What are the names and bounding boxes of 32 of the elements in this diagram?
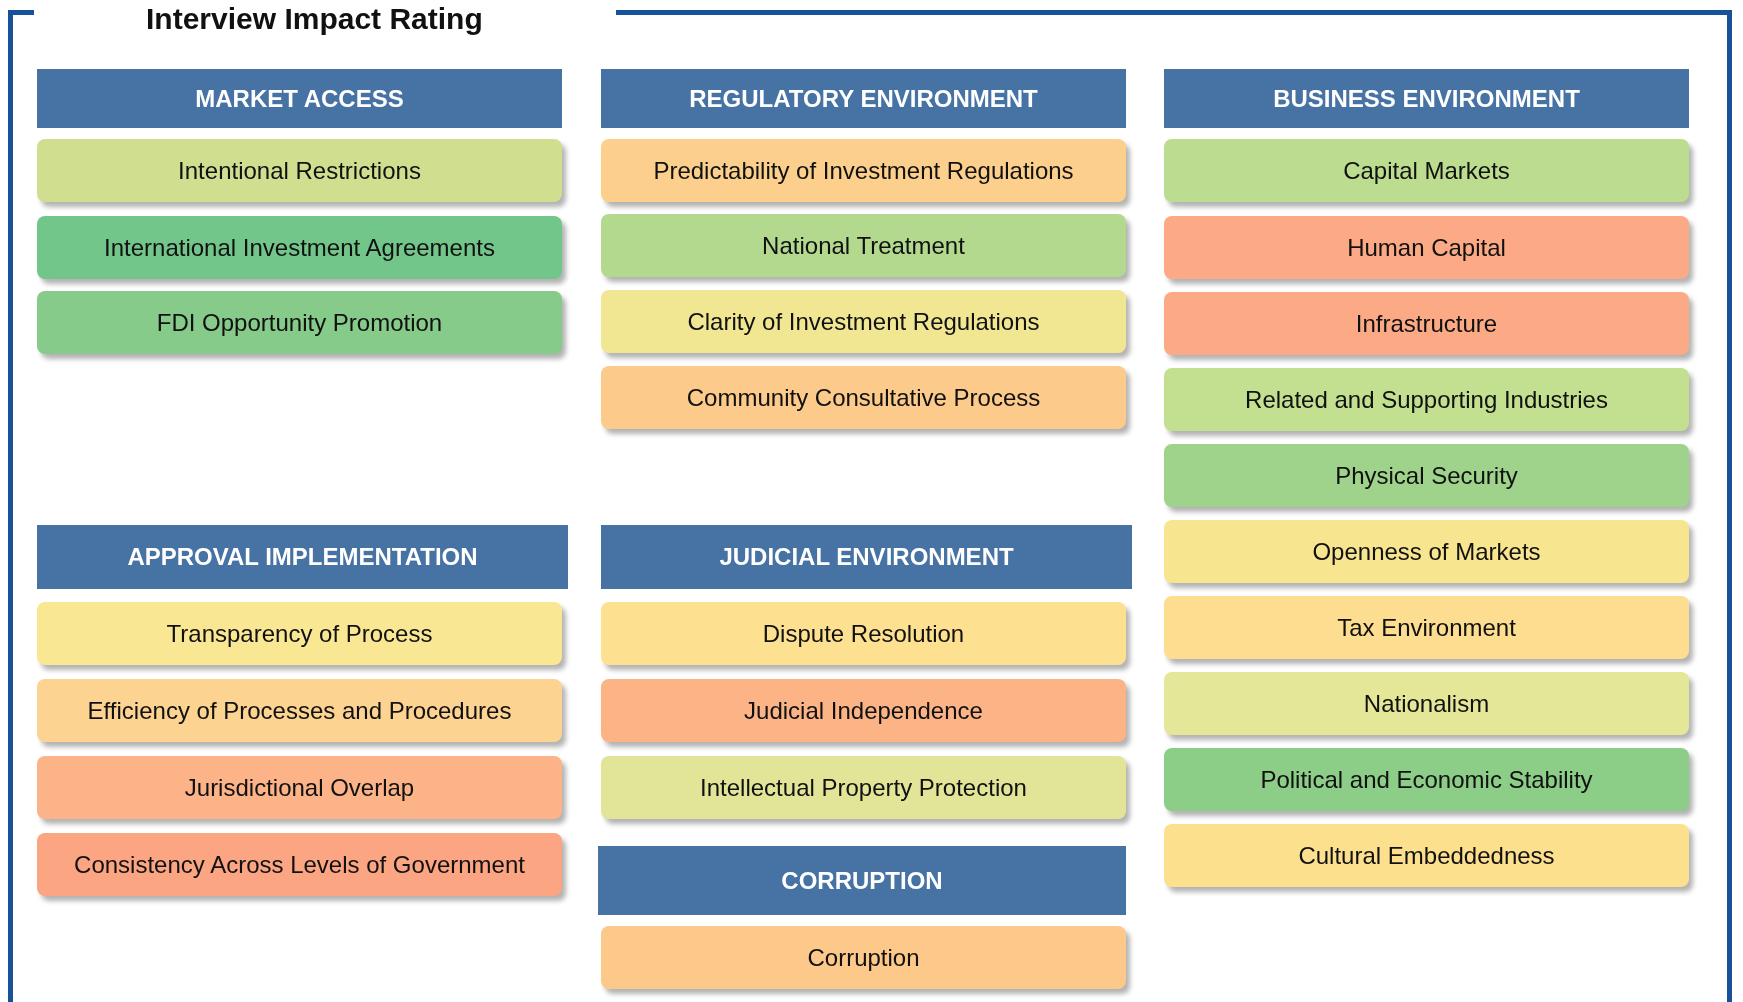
rating-box: Jurisdictional Overlap <box>37 756 562 819</box>
rating-box: Openness of Markets <box>1164 520 1689 583</box>
category-header: BUSINESS ENVIRONMENT <box>1164 69 1689 128</box>
rating-box: International Investment Agreements <box>37 216 562 279</box>
category-header: MARKET ACCESS <box>37 69 562 128</box>
rating-box: Predictability of Investment Regulations <box>601 139 1126 202</box>
rating-box: Capital Markets <box>1164 139 1689 202</box>
rating-box: Infrastructure <box>1164 292 1689 355</box>
rating-box: Transparency of Process <box>37 602 562 665</box>
rating-box: Cultural Embeddedness <box>1164 824 1689 887</box>
rating-box: Dispute Resolution <box>601 602 1126 665</box>
rating-box: Intellectual Property Protection <box>601 756 1126 819</box>
rating-box: Physical Security <box>1164 444 1689 507</box>
diagram-title: Interview Impact Rating <box>146 2 483 36</box>
rating-box: Community Consultative Process <box>601 366 1126 429</box>
rating-box: Judicial Independence <box>601 679 1126 742</box>
rating-box: Consistency Across Levels of Government <box>37 833 562 896</box>
category-header: REGULATORY ENVIRONMENT <box>601 69 1126 128</box>
rating-box: Political and Economic Stability <box>1164 748 1689 811</box>
category-header: CORRUPTION <box>598 846 1126 915</box>
rating-box: Clarity of Investment Regulations <box>601 290 1126 353</box>
rating-box: National Treatment <box>601 214 1126 277</box>
rating-box: Intentional Restrictions <box>37 139 562 202</box>
rating-box: Nationalism <box>1164 672 1689 735</box>
category-header: APPROVAL IMPLEMENTATION <box>37 525 568 589</box>
rating-box: FDI Opportunity Promotion <box>37 291 562 354</box>
rating-box: Tax Environment <box>1164 596 1689 659</box>
rating-box: Related and Supporting Industries <box>1164 368 1689 431</box>
rating-box: Efficiency of Processes and Procedures <box>37 679 562 742</box>
rating-box: Corruption <box>601 926 1126 989</box>
rating-box: Human Capital <box>1164 216 1689 279</box>
category-header: JUDICIAL ENVIRONMENT <box>601 525 1132 589</box>
